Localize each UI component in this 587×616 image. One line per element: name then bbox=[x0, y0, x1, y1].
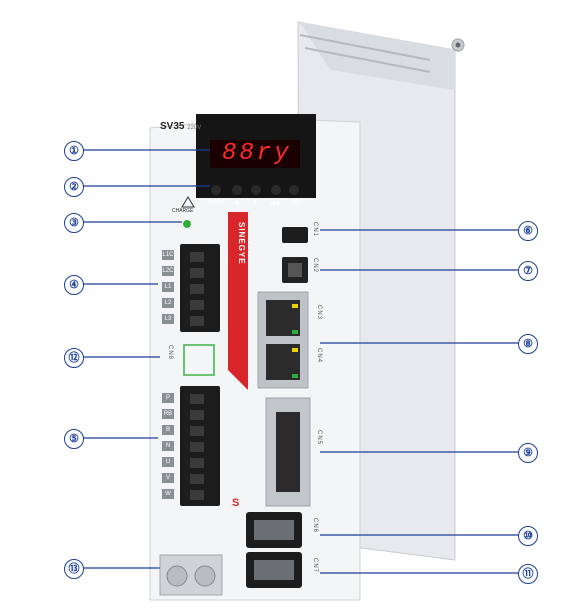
callout-9: ⑨ bbox=[518, 443, 538, 463]
cn1-usb-port[interactable] bbox=[282, 227, 308, 243]
cn8-port[interactable] bbox=[183, 344, 215, 376]
cn7-port-inner bbox=[254, 560, 294, 580]
shift-key[interactable] bbox=[271, 185, 281, 195]
keypad bbox=[211, 185, 299, 195]
terminal-label-n: N bbox=[162, 441, 174, 451]
terminal-label-p: P bbox=[162, 393, 174, 403]
cn4-led-green bbox=[292, 374, 298, 378]
cn4-label: CN4 bbox=[316, 348, 322, 364]
mounting-hole-inner bbox=[455, 42, 461, 48]
charge-label: CHARGE bbox=[172, 208, 194, 214]
led-display-readout: 88ry bbox=[222, 140, 292, 167]
cn2-port-inner bbox=[288, 263, 302, 277]
terminal-label-l2: L2 bbox=[162, 298, 174, 308]
model-text: SV35 bbox=[160, 121, 185, 132]
model-label: SV35 220V bbox=[160, 121, 201, 132]
terminal-label-rb: RB bbox=[162, 409, 174, 419]
terminal-label-l1c: L1C bbox=[162, 250, 174, 260]
warning-triangle-icon bbox=[181, 196, 195, 208]
cn8-label: CN8 bbox=[167, 345, 173, 361]
drive-top-edge bbox=[300, 22, 455, 90]
callout-2: ② bbox=[64, 177, 84, 197]
terminal-label-l3: L3 bbox=[162, 314, 174, 324]
callout-6: ⑥ bbox=[518, 221, 538, 241]
voltage-text: 220V bbox=[187, 125, 202, 131]
up-key-label: ▲ bbox=[234, 200, 240, 206]
vent-slots bbox=[299, 34, 431, 73]
cn7-label: CN7 bbox=[312, 558, 318, 574]
callout-4: ④ bbox=[64, 275, 84, 295]
brand-stripe bbox=[228, 212, 248, 390]
callout-10: ⑩ bbox=[518, 526, 538, 546]
mode-key[interactable] bbox=[211, 185, 221, 195]
cn2-label: CN2 bbox=[312, 258, 318, 274]
charge-led bbox=[183, 220, 191, 228]
cn3-led-yellow bbox=[292, 304, 298, 308]
callout-3: ③ bbox=[64, 213, 84, 233]
motor-terminal-pins bbox=[190, 394, 204, 500]
callout-lines bbox=[82, 149, 518, 574]
shift-key-label: ◀◀ bbox=[270, 201, 280, 207]
callout-12: ⑫ bbox=[64, 348, 84, 368]
terminal-label-v: V bbox=[162, 473, 174, 483]
down-key[interactable] bbox=[251, 185, 261, 195]
cn1-label: CN1 bbox=[312, 222, 318, 238]
terminal-label-l2c: L2C bbox=[162, 266, 174, 276]
cn5-label: CN5 bbox=[316, 430, 322, 446]
callout-13: ⑬ bbox=[64, 559, 84, 579]
callout-11: ⑪ bbox=[518, 564, 538, 584]
cn6-label: CN6 bbox=[312, 518, 318, 534]
logo-mark: S bbox=[232, 497, 239, 509]
ground-screw-left[interactable] bbox=[166, 565, 188, 587]
set-key[interactable] bbox=[289, 185, 299, 195]
callout-1: ① bbox=[64, 141, 84, 161]
cn3-led-green bbox=[292, 330, 298, 334]
mode-key-label: MODE bbox=[208, 200, 226, 206]
terminal-label-w: W bbox=[162, 489, 174, 499]
callout-5: ⑤ bbox=[64, 429, 84, 449]
callout-7: ⑦ bbox=[518, 261, 538, 281]
cn3-label: CN3 bbox=[316, 305, 322, 321]
up-key[interactable] bbox=[232, 185, 242, 195]
cn4-led-yellow bbox=[292, 348, 298, 352]
ground-screw-right[interactable] bbox=[194, 565, 216, 587]
power-terminal-pins bbox=[190, 252, 204, 326]
callout-8: ⑧ bbox=[518, 334, 538, 354]
set-key-label: SET bbox=[290, 200, 302, 206]
terminal-label-b: B bbox=[162, 425, 174, 435]
keypad-labels: MODE ▲ ▼ ◀◀ SET bbox=[206, 200, 306, 210]
brand-text: SINEGYE bbox=[237, 222, 246, 265]
cn6-port-inner bbox=[254, 520, 294, 540]
terminal-label-u: U bbox=[162, 457, 174, 467]
down-key-label: ▼ bbox=[252, 200, 258, 206]
cn5-port[interactable] bbox=[276, 412, 300, 492]
terminal-label-l1: L1 bbox=[162, 282, 174, 292]
led-display-window bbox=[210, 140, 300, 168]
